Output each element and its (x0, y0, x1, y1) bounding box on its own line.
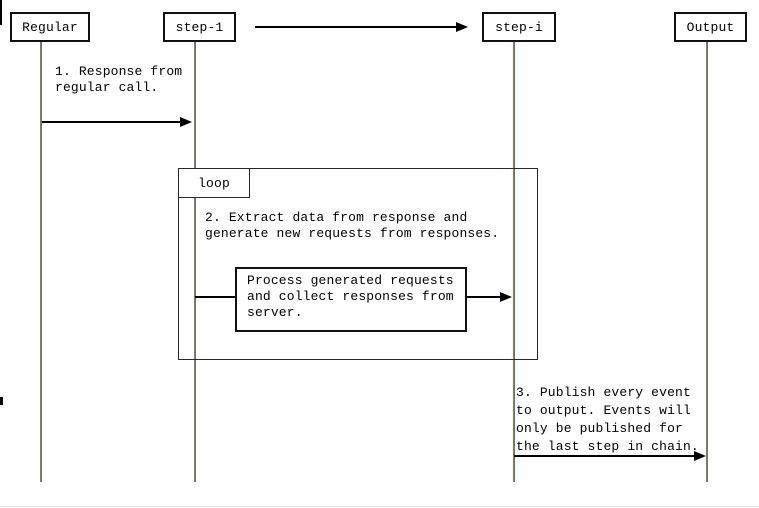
message-3-arrow-line (514, 455, 695, 457)
actor-label-output: Output (686, 19, 735, 35)
lifeline-output (706, 42, 708, 482)
process-in-line (195, 296, 235, 298)
process-out-arrowhead-icon (500, 292, 512, 302)
process-out-arrow-line (465, 296, 501, 298)
chain-arrow-line (255, 26, 457, 28)
message-3-arrowhead-icon (694, 451, 706, 461)
bottom-edge-rule (0, 506, 759, 507)
lifeline-step1 (194, 42, 196, 482)
actor-label-stepi: step-i (495, 19, 543, 35)
message-3-label: 3. Publish every event to output. Events… (516, 385, 699, 454)
edge-artifact-top-left (0, 0, 2, 25)
lifeline-regular (40, 42, 42, 482)
message-1-arrowhead-icon (180, 117, 192, 127)
process-box: Process generated requests and collect r… (235, 267, 467, 332)
actor-box-output: Output (674, 12, 747, 42)
lifeline-stepi (513, 42, 515, 482)
message-1-arrow-line (42, 121, 181, 123)
actor-label-step1: step-1 (175, 19, 224, 35)
message-1-label: 1. Response from regular call. (55, 64, 183, 95)
actor-box-stepi: step-i (482, 12, 556, 42)
chain-arrowhead-icon (456, 22, 468, 32)
message-2-label: 2. Extract data from response and genera… (205, 210, 500, 241)
edge-artifact-left-mid (0, 397, 3, 405)
loop-label: loop (198, 175, 230, 191)
actor-box-step1: step-1 (163, 12, 236, 42)
loop-label-box: loop (178, 168, 250, 198)
actor-label-regular: Regular (22, 19, 78, 35)
loop-frame (178, 168, 538, 360)
actor-box-regular: Regular (10, 12, 90, 42)
